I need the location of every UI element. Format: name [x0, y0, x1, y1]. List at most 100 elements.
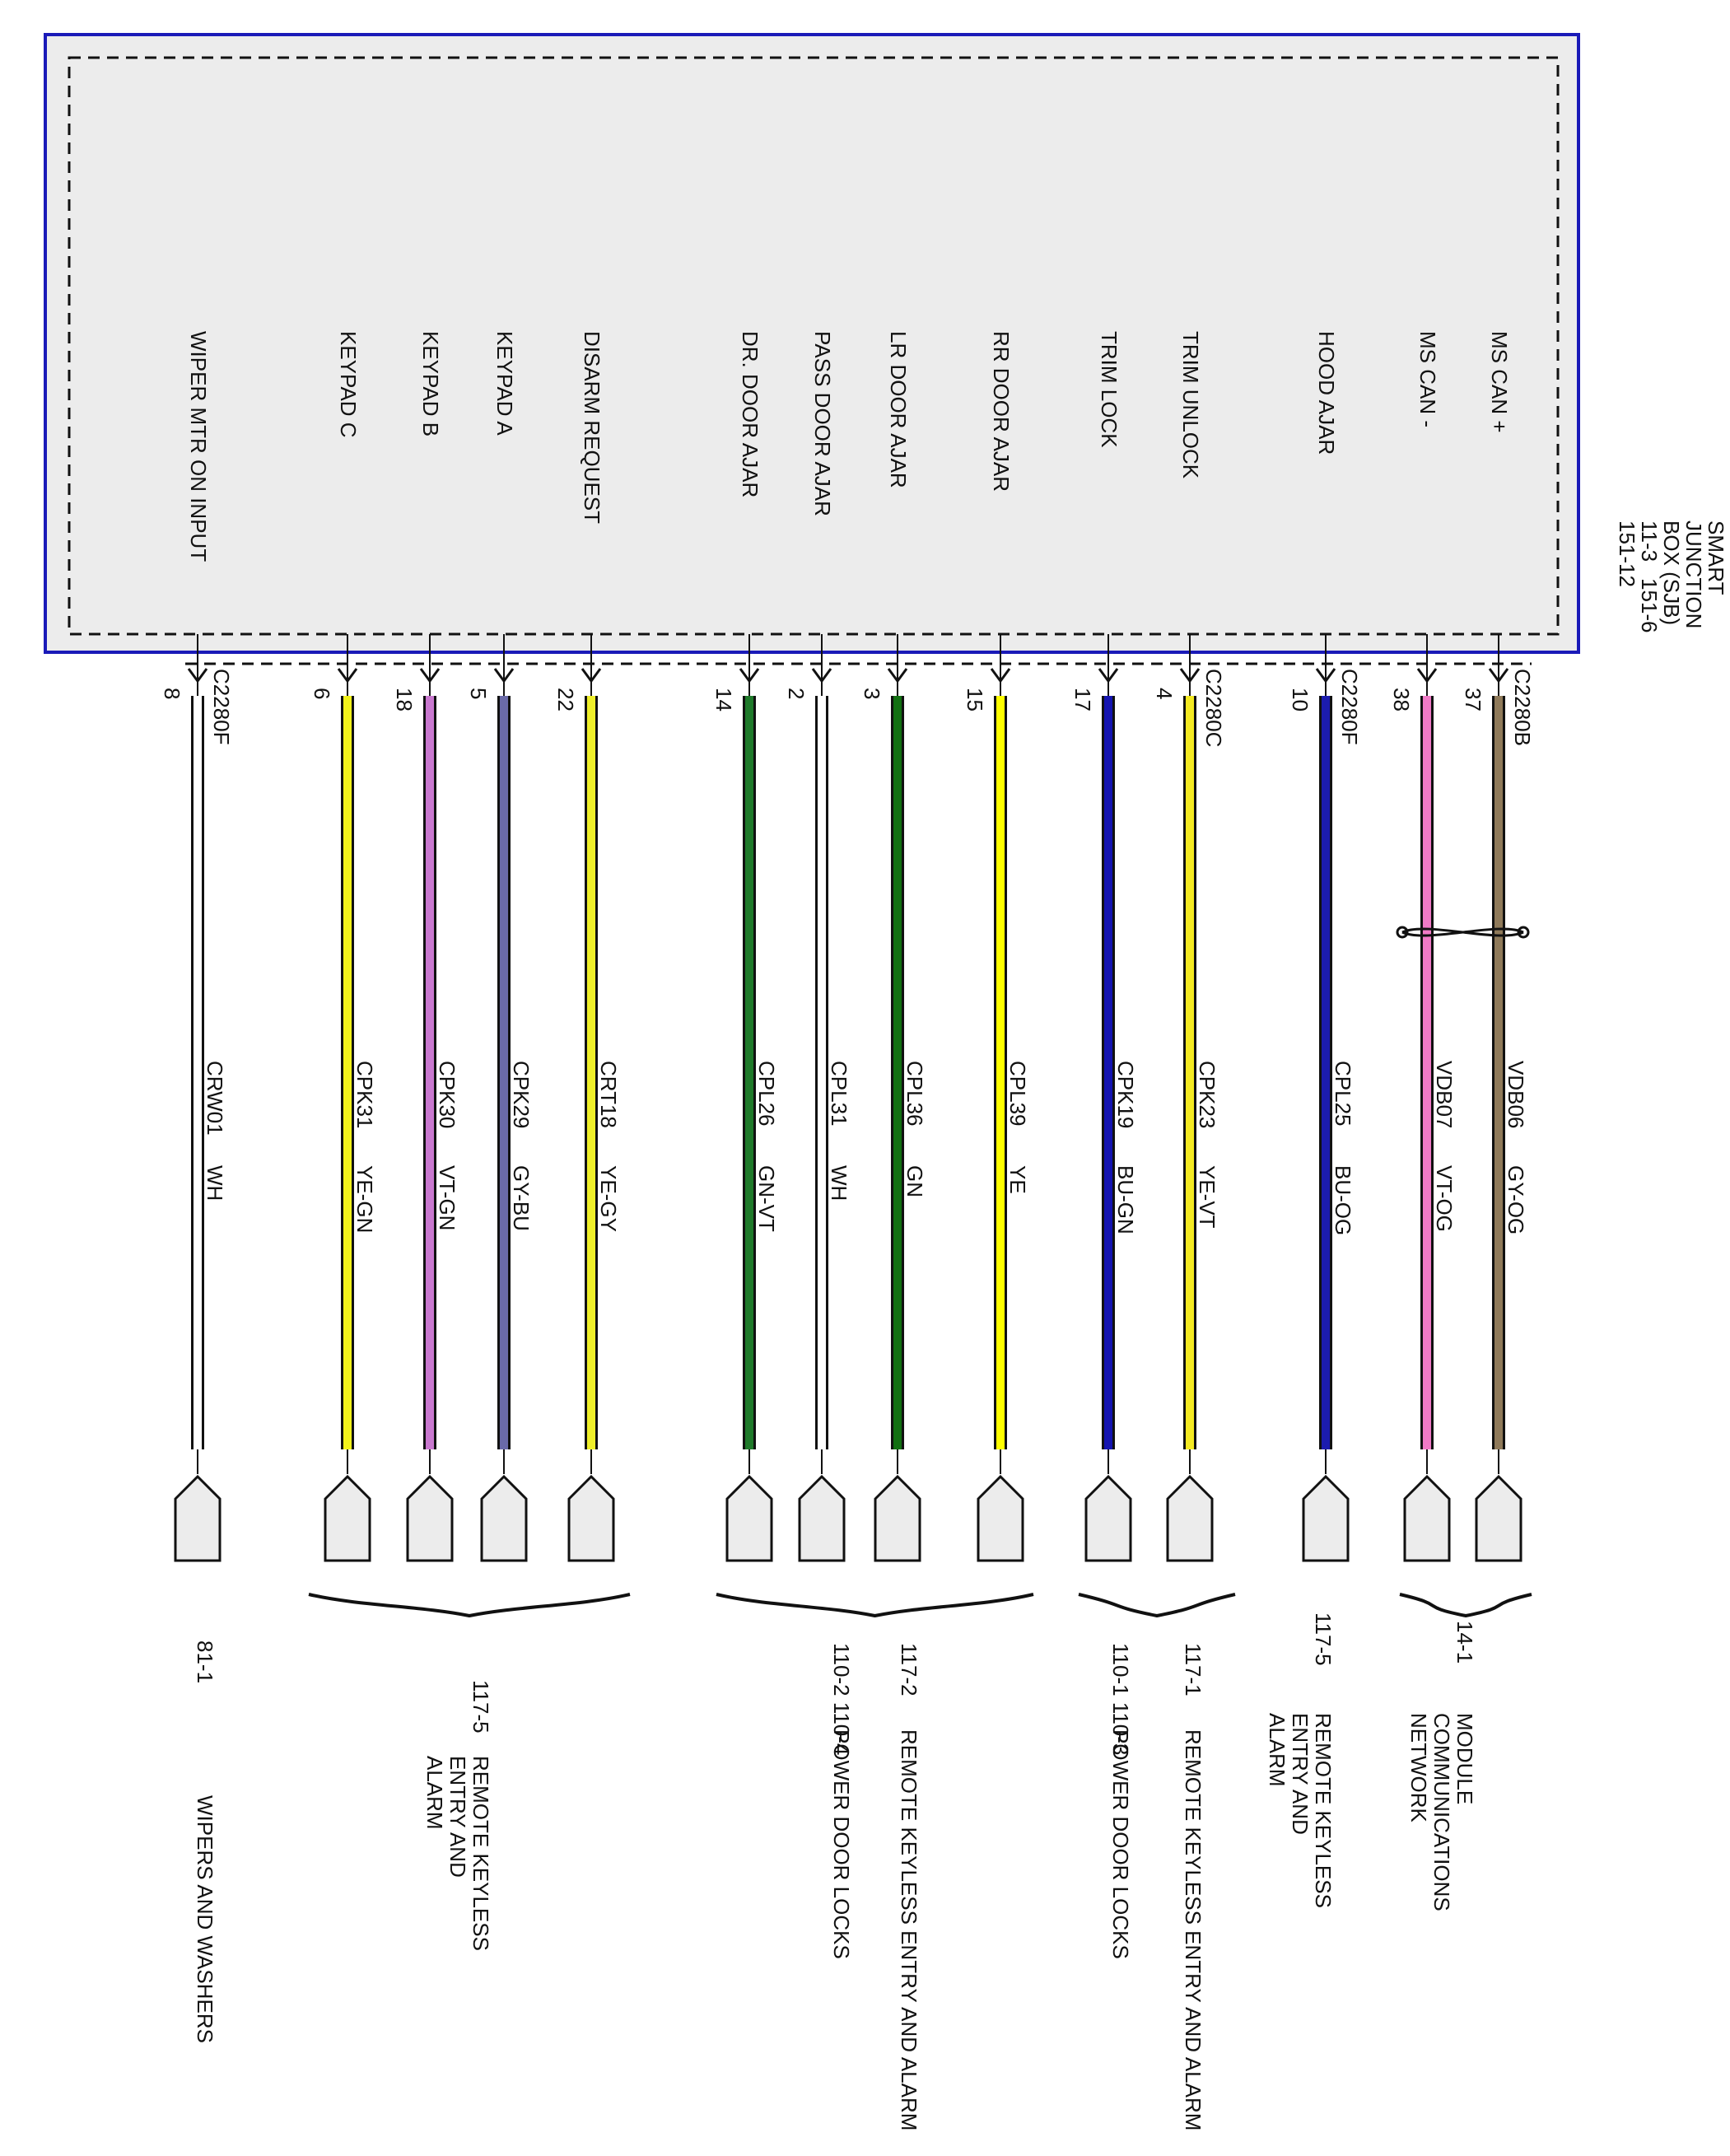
signal-label: RR DOOR AJAR	[989, 331, 1014, 492]
pin-arrow-icon	[337, 668, 358, 684]
connector-id: C2280F	[209, 669, 234, 745]
terminal-connector	[725, 1474, 773, 1562]
terminal-connector	[174, 1474, 221, 1562]
module-ref-3: 151-12	[1615, 520, 1639, 587]
destination-desc-line: REMOTE KEYLESS ENTRY AND ALARM	[1181, 1729, 1205, 2130]
signal-label: TRIM LOCK	[1097, 331, 1121, 448]
destination-refs: 14-1	[1453, 1621, 1477, 1664]
terminal-connector	[1403, 1474, 1451, 1562]
wire-color-code: VT-GN	[435, 1165, 459, 1230]
destination-desc-line: ALARM	[1265, 1713, 1289, 1787]
wire-bu-gn	[1104, 696, 1112, 1449]
pin-arrow-icon	[493, 668, 515, 684]
circuit-code: CPL36	[902, 1061, 927, 1127]
terminal-connector	[480, 1474, 528, 1562]
twisted-pair-marker	[1396, 926, 1530, 939]
wire-ye-gy	[587, 696, 595, 1449]
module-ref-2: 151-6	[1637, 578, 1662, 633]
destination-refs: 81-1	[193, 1640, 217, 1683]
circuit-code: CPL31	[827, 1061, 851, 1127]
destination-refs: 110-2 110-4	[829, 1643, 854, 1755]
signal-label: KEYPAD C	[336, 331, 361, 438]
signal-label: WIPER MTR ON INPUT	[186, 331, 211, 562]
wire-color-code: BU-GN	[1113, 1165, 1138, 1234]
wire-vt-gn	[426, 696, 434, 1449]
module-label: SMART JUNCTION BOX (SJB) 11-3 151-6 151-…	[1615, 520, 1728, 633]
circuit-code: CPK30	[435, 1061, 459, 1128]
circuit-code: CPK31	[352, 1061, 377, 1128]
signal-label: KEYPAD B	[418, 331, 443, 436]
group-brace-3	[1078, 1593, 1236, 1618]
terminal-connector	[1302, 1474, 1350, 1562]
connector-id: C2280C	[1201, 669, 1226, 747]
signal-label: PASS DOOR AJAR	[810, 331, 835, 516]
pin-arrow-icon	[1315, 668, 1336, 684]
signal-label: MS CAN +	[1487, 331, 1512, 433]
pin-number: 14	[711, 688, 736, 712]
circuit-code: CPK19	[1113, 1061, 1138, 1128]
terminal-connector	[406, 1474, 454, 1562]
destination-desc-line: ENTRY AND	[1288, 1713, 1313, 1835]
pin-number: 37	[1461, 688, 1485, 712]
wire-wh	[818, 696, 826, 1449]
circuit-code: CPK23	[1195, 1061, 1219, 1128]
twist-stroke-2	[1401, 927, 1524, 937]
pin-arrow-icon	[1098, 668, 1119, 684]
terminal-connector	[1166, 1474, 1214, 1562]
circuit-code: CPL39	[1005, 1061, 1030, 1127]
wire-gn	[893, 696, 902, 1449]
wire-vt-og	[1423, 696, 1431, 1449]
destination-desc-line: ENTRY AND	[445, 1756, 470, 1878]
wire-color-code: BU-OG	[1331, 1165, 1355, 1235]
module-name-line-2: JUNCTION	[1681, 520, 1706, 628]
pin-number: 15	[963, 688, 987, 712]
pin-arrow-icon	[419, 668, 441, 684]
wire-color-code: GN	[902, 1165, 927, 1197]
terminal-connector	[798, 1474, 846, 1562]
module-box	[44, 33, 1580, 654]
signal-label: TRIM UNLOCK	[1178, 331, 1203, 479]
wire-color-code: WH	[827, 1165, 851, 1201]
pin-arrow-icon	[990, 668, 1011, 684]
destination-desc-line: ALARM	[422, 1756, 447, 1830]
terminal-connector	[1084, 1474, 1132, 1562]
pin-arrow-icon	[1416, 668, 1438, 684]
wire-ye-vt	[1186, 696, 1194, 1449]
wire-color-code: GY-OG	[1504, 1165, 1528, 1234]
terminal-connector	[874, 1474, 921, 1562]
signal-label: MS CAN -	[1415, 331, 1440, 427]
destination-refs: 110-1 110-3	[1108, 1643, 1133, 1755]
signal-label: KEYPAD A	[492, 331, 517, 436]
wire-color-code: YE-GN	[352, 1165, 377, 1233]
wire-wh	[194, 696, 202, 1449]
destination-refs: 117-1	[1181, 1643, 1205, 1696]
destination-refs: 117-2	[897, 1643, 921, 1696]
group-brace-1	[308, 1593, 631, 1618]
signal-label: DISARM REQUEST	[580, 331, 604, 524]
wire-color-code: YE	[1005, 1165, 1030, 1194]
connector-id: C2280F	[1337, 669, 1362, 745]
destination-desc-line: MODULE	[1453, 1713, 1477, 1804]
circuit-code: VDB06	[1504, 1061, 1528, 1128]
terminal-connector	[324, 1474, 371, 1562]
pin-number: 8	[160, 688, 184, 699]
terminal-connector	[977, 1474, 1024, 1562]
wire-color-code: YE-VT	[1195, 1165, 1219, 1229]
pin-number: 18	[392, 688, 417, 712]
